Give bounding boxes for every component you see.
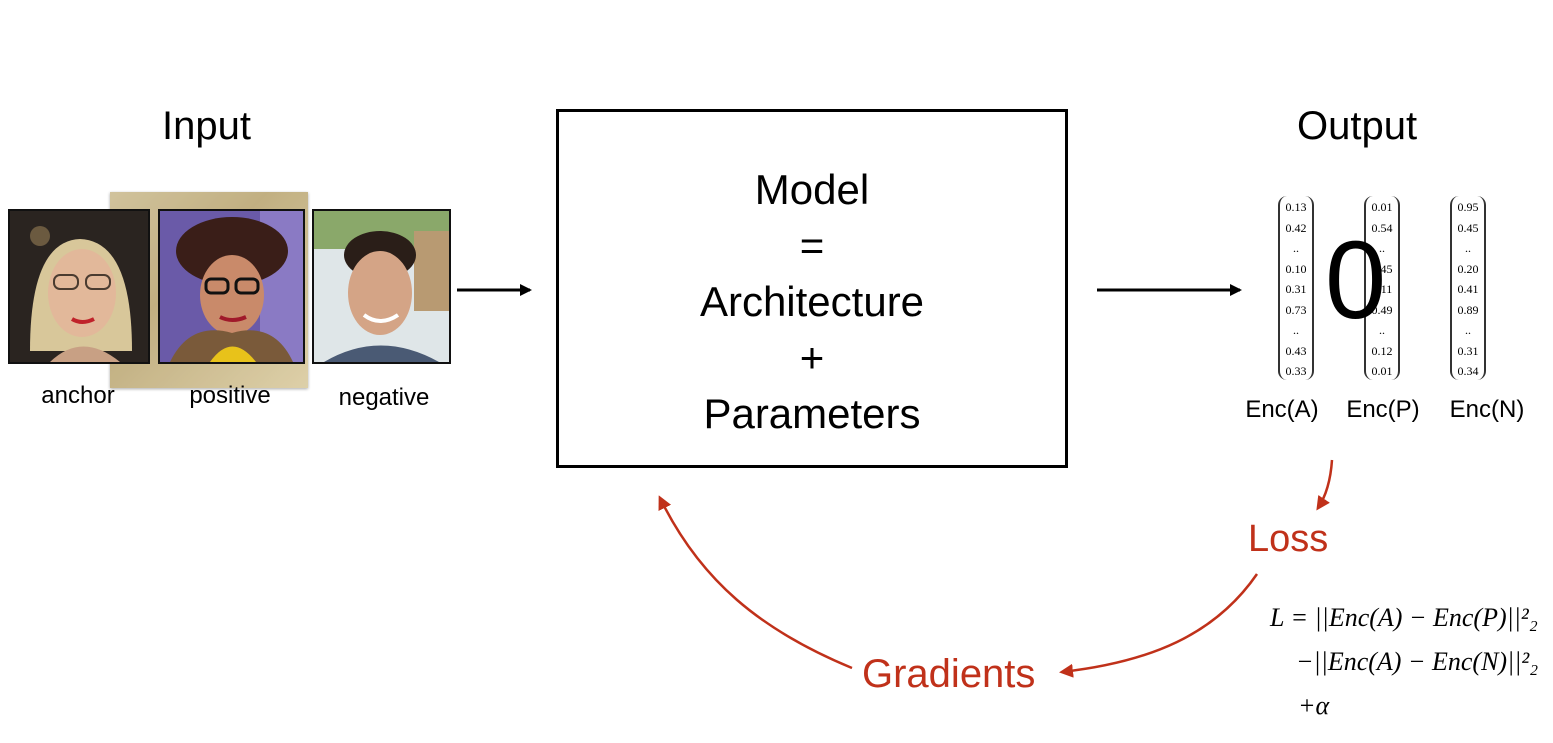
formula-line-2: −||Enc(A) − Enc(N)||²₂ bbox=[1296, 647, 1539, 676]
enc-a-label: Enc(A) bbox=[1245, 396, 1319, 423]
loss-label: Loss bbox=[1248, 518, 1329, 560]
loss-formula: L = ||Enc(A) − Enc(P)||²₂ −||Enc(A) − En… bbox=[1270, 596, 1538, 728]
formula-line-1: L = ||Enc(A) − Enc(P)||²₂ bbox=[1270, 603, 1538, 632]
enc-n-label: Enc(N) bbox=[1449, 396, 1525, 423]
input-title: Input bbox=[162, 104, 251, 148]
loss-to-gradients-arrow bbox=[1059, 573, 1259, 678]
model-line-parameters: Parameters bbox=[703, 390, 921, 437]
model-line-plus: + bbox=[799, 334, 825, 381]
gradients-label: Gradients bbox=[862, 652, 1036, 696]
output-to-loss-arrow bbox=[1316, 459, 1334, 511]
output-title: Output bbox=[1297, 104, 1418, 148]
anchor-caption: anchor bbox=[41, 382, 115, 409]
positive-caption: positive bbox=[189, 382, 271, 409]
model-line-equals: = bbox=[799, 222, 825, 269]
negative-caption: negative bbox=[338, 384, 430, 411]
model-description: Model = Architecture + Parameters bbox=[559, 162, 1065, 442]
overlay-zero-digit: 0 bbox=[1325, 219, 1387, 342]
model-line-title: Model bbox=[754, 166, 870, 213]
enc-p-label: Enc(P) bbox=[1346, 396, 1420, 423]
formula-line-3: +α bbox=[1298, 691, 1330, 720]
model-box: Model = Architecture + Parameters bbox=[556, 109, 1068, 468]
model-line-architecture: Architecture bbox=[699, 278, 925, 325]
gradients-to-model-arrow bbox=[658, 495, 853, 670]
positive-photo bbox=[158, 209, 305, 364]
negative-photo bbox=[312, 209, 451, 364]
anchor-photo bbox=[8, 209, 150, 364]
